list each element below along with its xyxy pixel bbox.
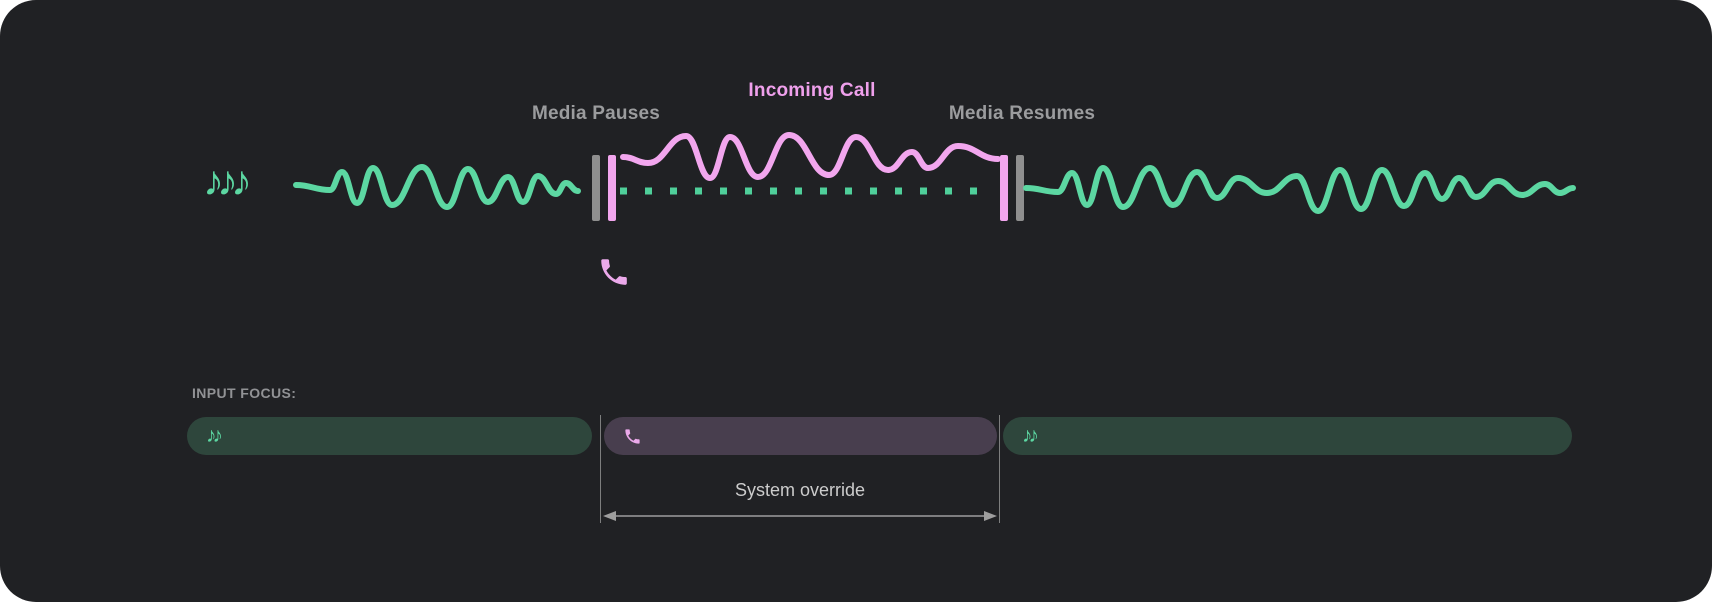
focus-segment-media-2: ♪♪: [1003, 417, 1572, 455]
incoming-call-waveform: [620, 131, 1001, 182]
music-notes-icon: ♪♪: [206, 423, 223, 447]
incoming-call-phone-icon: [601, 259, 627, 285]
focus-segment-call: [604, 417, 997, 455]
music-notes-icon: ♪♪♪: [203, 157, 252, 204]
pause-marker-pink: [608, 155, 616, 221]
incoming-call-label: Incoming Call: [748, 80, 876, 101]
resume-marker-gray: [1016, 155, 1024, 221]
media-waveform-right: [1023, 164, 1576, 215]
system-override-label: System override: [734, 480, 866, 500]
input-focus-label: INPUT FOCUS:: [192, 385, 297, 401]
music-notes-icon: ♪♪: [1022, 423, 1039, 447]
media-waveform-left: [293, 163, 581, 211]
system-override-arrow: [603, 511, 997, 521]
media-resumes-label: Media Resumes: [948, 103, 1096, 124]
focus-segment-media-1: ♪♪: [187, 417, 592, 455]
override-boundary-line-left: [600, 415, 601, 523]
pause-marker-gray: [592, 155, 600, 221]
phone-icon: [625, 428, 640, 444]
override-boundary-line-right: [999, 415, 1000, 523]
media-pauses-label: Media Pauses: [531, 103, 661, 124]
resume-marker-pink: [1000, 155, 1008, 221]
